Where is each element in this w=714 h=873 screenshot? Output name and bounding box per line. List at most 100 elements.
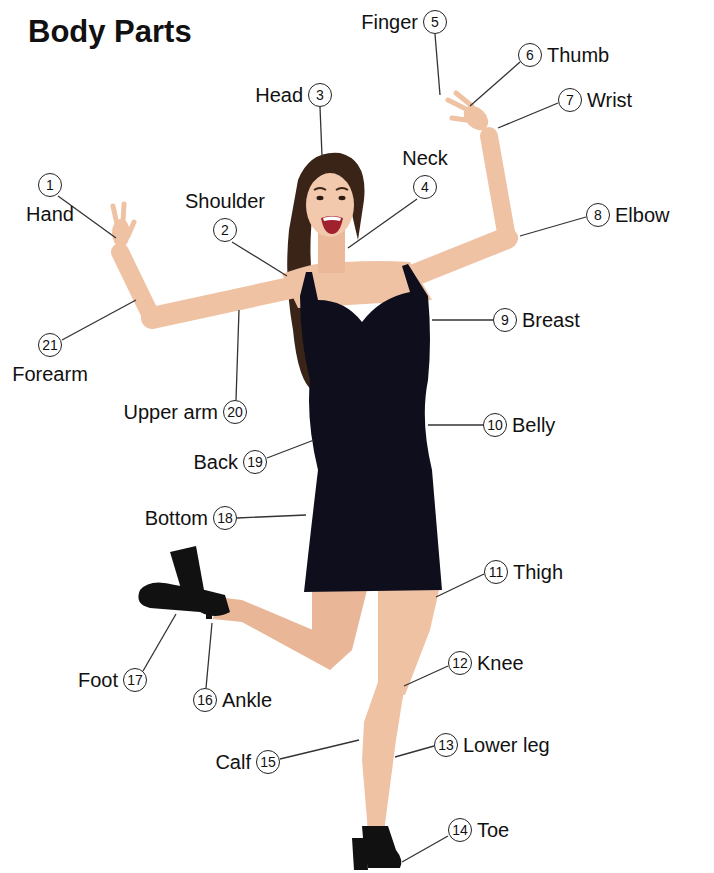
face xyxy=(306,173,354,237)
leader-line xyxy=(395,746,434,757)
callout: Back19 xyxy=(194,450,267,474)
part-name: Lower leg xyxy=(463,734,550,756)
part-name: Wrist xyxy=(587,89,632,111)
leader-line xyxy=(320,107,322,156)
ankle-strap xyxy=(206,595,212,619)
leader-line xyxy=(436,574,484,597)
callout: 1Hand xyxy=(26,173,74,225)
part-name: Bottom xyxy=(145,507,208,529)
callout: 13Lower leg xyxy=(434,733,550,757)
leader-line xyxy=(232,242,287,276)
eye xyxy=(339,196,346,200)
callout-number: 10 xyxy=(483,413,507,437)
leader-line xyxy=(267,440,314,458)
callout: 16Ankle xyxy=(193,688,272,712)
part-name: Thigh xyxy=(513,561,563,583)
callout-number: 19 xyxy=(243,450,267,474)
callout: 6Thumb xyxy=(518,43,609,67)
callout: Calf15 xyxy=(215,750,280,774)
callout-number: 4 xyxy=(413,175,437,199)
leader-line xyxy=(237,515,306,518)
callout-number: 1 xyxy=(38,173,62,197)
callout-number: 14 xyxy=(448,818,472,842)
part-name: Calf xyxy=(215,751,251,773)
right-thumb xyxy=(452,118,466,120)
callout: 7Wrist xyxy=(558,88,632,112)
callout: 11Thigh xyxy=(484,560,563,584)
leader-line xyxy=(435,34,440,95)
leader-line xyxy=(470,62,520,106)
callout: Head3 xyxy=(255,83,332,107)
callout: 12Knee xyxy=(448,651,524,675)
mouth xyxy=(321,216,343,234)
callout-number: 21 xyxy=(38,333,62,357)
callout-number: 17 xyxy=(123,668,147,692)
part-name: Thumb xyxy=(547,44,609,66)
lifted-shoe-heel xyxy=(170,546,204,592)
callout: 14Toe xyxy=(448,818,509,842)
eye xyxy=(317,196,324,200)
callout: Upper arm20 xyxy=(124,400,247,424)
leader-line xyxy=(143,614,176,671)
part-name: Ankle xyxy=(222,689,272,711)
part-name: Breast xyxy=(522,309,580,331)
part-name: Toe xyxy=(477,819,509,841)
leader-lines xyxy=(58,34,586,862)
callout-number: 8 xyxy=(586,203,610,227)
leader-line xyxy=(348,199,417,248)
callout-number: 13 xyxy=(434,733,458,757)
callout-number: 20 xyxy=(223,400,247,424)
left-upper-arm xyxy=(152,288,290,318)
callout-number: 18 xyxy=(213,506,237,530)
leader-line xyxy=(402,836,448,862)
leader-line xyxy=(62,300,136,340)
callout: Bottom18 xyxy=(145,506,237,530)
callout: 8Elbow xyxy=(586,203,669,227)
part-name: Head xyxy=(255,84,303,106)
leader-line xyxy=(432,319,493,320)
callout-number: 16 xyxy=(193,688,217,712)
part-name: Back xyxy=(194,451,238,473)
lifted-lower-leg xyxy=(213,597,346,670)
left-thumb xyxy=(128,222,134,236)
part-name: Upper arm xyxy=(124,401,218,423)
callout: 21Forearm xyxy=(12,333,88,385)
left-forearm xyxy=(120,252,152,318)
callout: Shoulder 2 xyxy=(185,190,265,242)
leader-line xyxy=(280,740,359,759)
callout: 9Breast xyxy=(493,308,580,332)
teeth xyxy=(323,217,341,222)
part-name: Foot xyxy=(78,669,118,691)
callout-number: 2 xyxy=(213,218,237,242)
callout: Neck4 xyxy=(402,147,448,199)
part-name: Forearm xyxy=(12,363,88,385)
part-name: Hand xyxy=(26,203,74,225)
woman-figure xyxy=(112,93,507,870)
standing-shoe-heel xyxy=(352,838,368,870)
part-name: Elbow xyxy=(615,204,669,226)
diagram-title: Body Parts xyxy=(28,14,192,50)
left-fingers xyxy=(123,204,124,222)
part-name: Shoulder xyxy=(185,190,265,212)
part-name: Finger xyxy=(361,11,418,33)
right-fingers xyxy=(456,93,472,106)
callout-number: 15 xyxy=(256,750,280,774)
callout: 10Belly xyxy=(483,413,555,437)
leader-line xyxy=(428,424,483,425)
dress xyxy=(300,264,442,592)
leader-line xyxy=(520,217,586,236)
callout: Finger5 xyxy=(361,10,447,34)
callout: Foot17 xyxy=(78,668,147,692)
leader-line xyxy=(236,310,239,400)
standing-thigh xyxy=(378,586,440,695)
standing-lower-leg xyxy=(362,682,404,832)
part-name: Knee xyxy=(477,652,524,674)
right-upper-arm xyxy=(402,238,507,280)
callout-number: 7 xyxy=(558,88,582,112)
callout-number: 6 xyxy=(518,43,542,67)
hair-top xyxy=(304,158,358,195)
eyebrows xyxy=(314,188,348,190)
callout-number: 11 xyxy=(484,560,508,584)
callout-number: 3 xyxy=(308,83,332,107)
